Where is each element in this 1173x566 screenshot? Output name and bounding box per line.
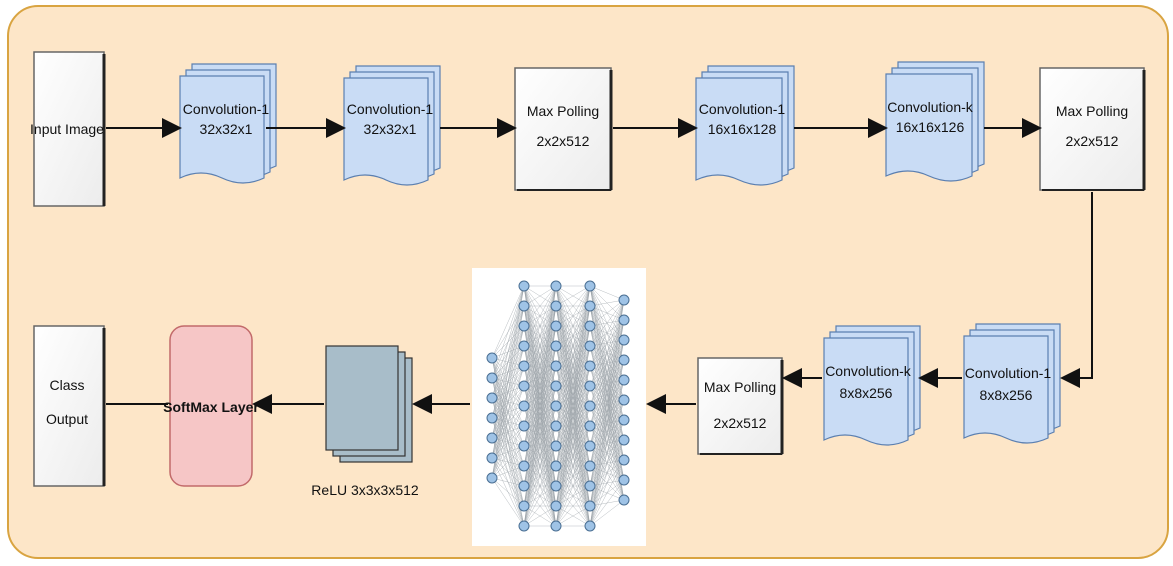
nn-neuron bbox=[518, 320, 530, 332]
softmax-node: SoftMax Layer bbox=[163, 325, 259, 487]
relu-node: ReLU 3x3x3x512 bbox=[311, 345, 419, 498]
conv-node-4-title: Convolution-k bbox=[887, 99, 974, 115]
conv-node-1-title: Convolution-1 bbox=[183, 101, 270, 117]
nn-neuron bbox=[584, 380, 596, 392]
nn-neuron bbox=[518, 300, 530, 312]
nn-neuron bbox=[584, 320, 596, 332]
nn-neuron bbox=[486, 472, 498, 484]
nn-neuron bbox=[584, 300, 596, 312]
nn-neuron bbox=[486, 452, 498, 464]
max-pool-node-1-title: Max Polling bbox=[527, 103, 599, 119]
class-output-line1: Class bbox=[49, 377, 84, 393]
edge-pool2-to-conv5 bbox=[1060, 192, 1093, 388]
conv-node-2: Convolution-1 32x32x1 bbox=[343, 65, 441, 186]
nn-neuron bbox=[584, 420, 596, 432]
nn-neuron bbox=[618, 374, 630, 386]
nn-neuron bbox=[550, 360, 562, 372]
nn-neuron bbox=[518, 400, 530, 412]
nn-neuron bbox=[550, 520, 562, 532]
nn-neuron bbox=[618, 494, 630, 506]
max-pool-node-1: Max Polling 2x2x512 bbox=[514, 67, 613, 191]
nn-neuron bbox=[618, 454, 630, 466]
relu-label: ReLU 3x3x3x512 bbox=[311, 482, 419, 498]
nn-neuron bbox=[618, 314, 630, 326]
neural-network-illustration bbox=[472, 268, 646, 546]
nn-neuron bbox=[618, 474, 630, 486]
nn-neuron bbox=[584, 480, 596, 492]
softmax-label: SoftMax Layer bbox=[163, 399, 259, 415]
nn-neuron bbox=[618, 354, 630, 366]
nn-neuron bbox=[618, 434, 630, 446]
nn-neuron bbox=[550, 440, 562, 452]
nn-neuron bbox=[518, 520, 530, 532]
nn-neuron bbox=[486, 392, 498, 404]
conv-node-5-dims: 8x8x256 bbox=[980, 387, 1033, 403]
nn-neuron bbox=[550, 320, 562, 332]
nn-neuron bbox=[518, 360, 530, 372]
nn-neuron bbox=[584, 400, 596, 412]
conv-node-1-dims: 32x32x1 bbox=[200, 121, 253, 137]
nn-neuron bbox=[518, 380, 530, 392]
nn-neuron bbox=[584, 500, 596, 512]
max-pool-node-2: Max Polling 2x2x512 bbox=[1039, 67, 1146, 191]
nn-neuron bbox=[518, 460, 530, 472]
nn-neuron bbox=[618, 294, 630, 306]
conv-node-3: Convolution-1 16x16x128 bbox=[695, 65, 795, 186]
nn-neuron bbox=[518, 440, 530, 452]
class-output-node: Class Output bbox=[33, 325, 106, 487]
conv-node-2-dims: 32x32x1 bbox=[364, 121, 417, 137]
nn-neuron bbox=[618, 394, 630, 406]
nn-neuron bbox=[550, 340, 562, 352]
nn-neuron bbox=[584, 460, 596, 472]
conv-node-5-title: Convolution-1 bbox=[965, 365, 1052, 381]
nn-neuron bbox=[486, 432, 498, 444]
nn-neuron bbox=[550, 500, 562, 512]
nn-neuron bbox=[550, 300, 562, 312]
max-pool-node-2-dims: 2x2x512 bbox=[1066, 133, 1119, 149]
nn-neuron bbox=[486, 352, 498, 364]
nn-neuron bbox=[518, 340, 530, 352]
conv-node-3-title: Convolution-1 bbox=[699, 101, 786, 117]
nn-neuron bbox=[550, 420, 562, 432]
input-image-label: Input Image bbox=[30, 121, 104, 137]
class-output-line2: Output bbox=[46, 411, 88, 427]
nn-neuron bbox=[550, 380, 562, 392]
nn-neuron bbox=[550, 280, 562, 292]
max-pool-node-3-title: Max Polling bbox=[704, 379, 776, 395]
nn-neuron bbox=[584, 520, 596, 532]
max-pool-node-1-dims: 2x2x512 bbox=[537, 133, 590, 149]
nn-neuron bbox=[518, 500, 530, 512]
nn-nodes bbox=[486, 280, 630, 532]
conv-node-6-dims: 8x8x256 bbox=[840, 385, 893, 401]
max-pool-node-2-title: Max Polling bbox=[1056, 103, 1128, 119]
conv-node-6: Convolution-k 8x8x256 bbox=[823, 325, 921, 446]
conv-node-4-dims: 16x16x126 bbox=[896, 119, 965, 135]
connectors bbox=[106, 118, 1093, 414]
conv-node-4: Convolution-k 16x16x126 bbox=[885, 61, 985, 182]
nn-neuron bbox=[550, 480, 562, 492]
nn-neuron bbox=[518, 480, 530, 492]
conv-node-1: Convolution-1 32x32x1 bbox=[179, 63, 277, 184]
nn-neuron bbox=[584, 360, 596, 372]
nn-neuron bbox=[518, 280, 530, 292]
max-pool-node-3: Max Polling 2x2x512 bbox=[697, 357, 784, 455]
nn-neuron bbox=[486, 412, 498, 424]
nn-neuron bbox=[618, 334, 630, 346]
nn-neuron bbox=[584, 440, 596, 452]
nn-neuron bbox=[618, 414, 630, 426]
conv-node-6-title: Convolution-k bbox=[825, 363, 912, 379]
conv-node-3-dims: 16x16x128 bbox=[708, 121, 777, 137]
max-pool-node-3-dims: 2x2x512 bbox=[714, 415, 767, 431]
input-image-node: Input Image bbox=[30, 51, 106, 207]
nn-neuron bbox=[550, 400, 562, 412]
nn-neuron bbox=[486, 372, 498, 384]
nn-neuron bbox=[584, 340, 596, 352]
nn-neuron bbox=[584, 280, 596, 292]
nn-neuron bbox=[518, 420, 530, 432]
conv-node-2-title: Convolution-1 bbox=[347, 101, 434, 117]
nn-neuron bbox=[550, 460, 562, 472]
conv-node-5: Convolution-1 8x8x256 bbox=[963, 323, 1061, 444]
